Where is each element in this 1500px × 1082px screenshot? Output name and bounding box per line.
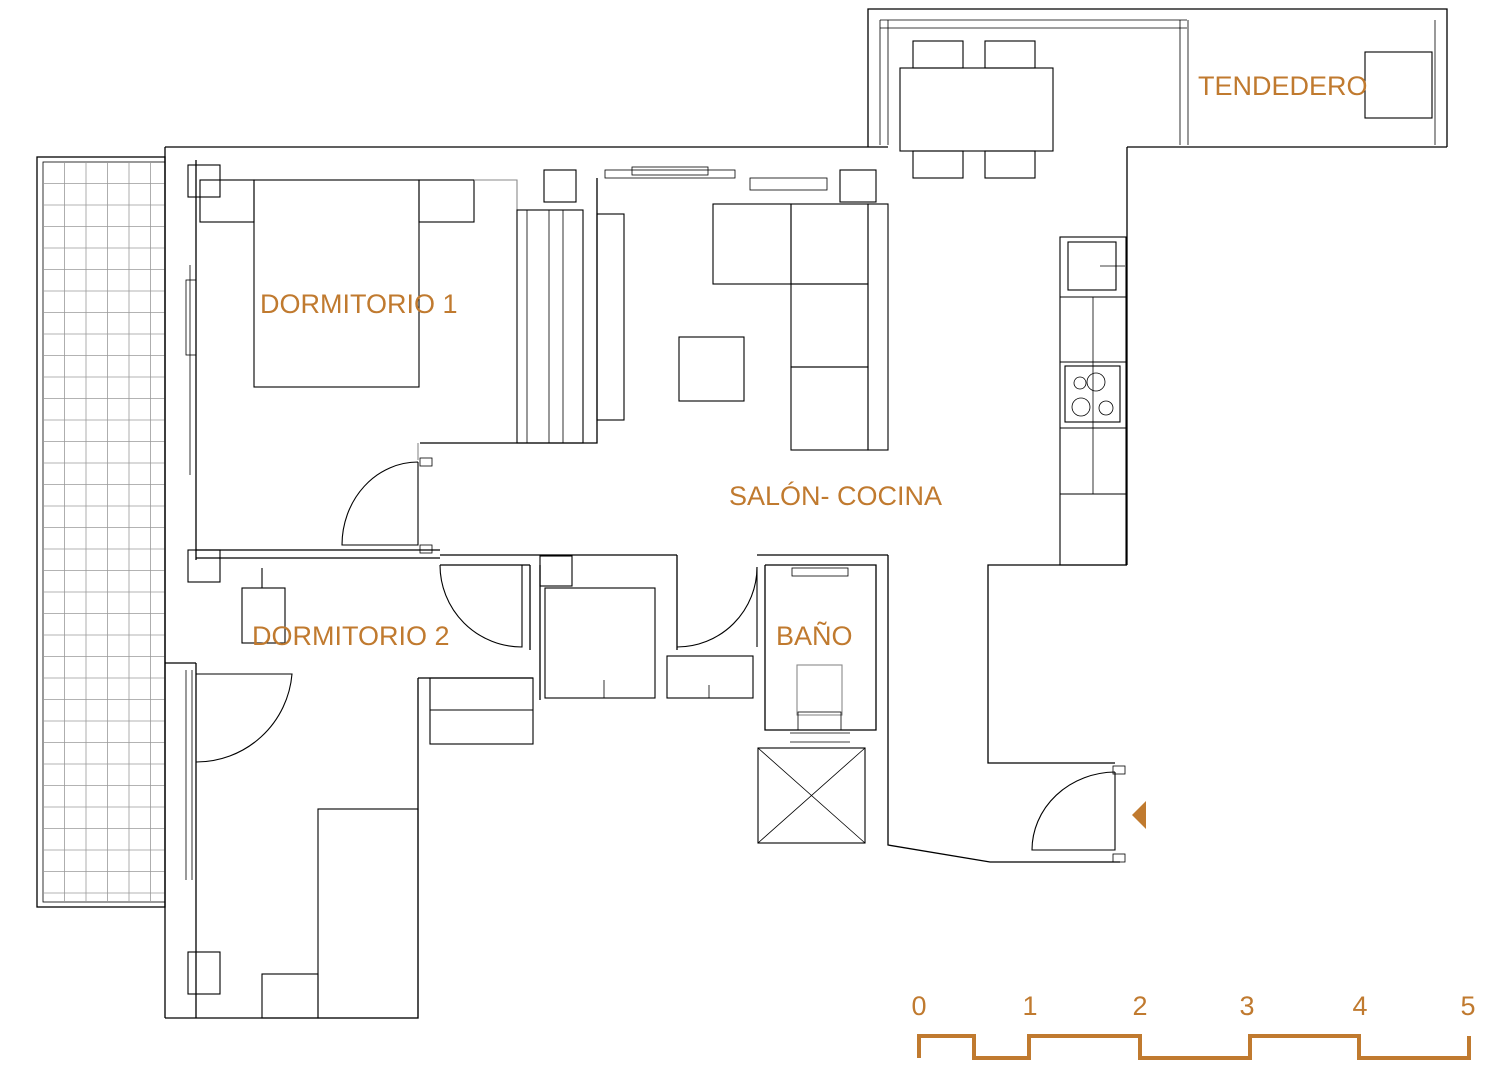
entrance-arrow-icon — [1132, 801, 1146, 829]
coffee-table — [678, 336, 745, 402]
room-label-tendedero: TENDEDERO — [1198, 71, 1368, 101]
windows — [185, 19, 1436, 880]
scale-tick-0: 0 — [911, 991, 926, 1021]
doors — [195, 457, 1126, 863]
room-label-bano: BAÑO — [776, 620, 853, 651]
scale-tick-1: 1 — [1022, 991, 1037, 1021]
cooktop — [1064, 365, 1121, 423]
bath-fixtures — [791, 567, 849, 731]
exterior-walls — [164, 8, 1448, 1019]
sink — [1067, 241, 1125, 291]
dining-table — [899, 40, 1054, 179]
columns — [187, 164, 877, 995]
room-label-salon-cocina: SALÓN- COCINA — [729, 480, 942, 511]
room-label-dormitorio-1: DORMITORIO 1 — [260, 289, 458, 319]
balcony — [36, 156, 166, 908]
scale-tick-2: 2 — [1132, 991, 1147, 1021]
closet-hall — [544, 587, 754, 699]
sofa — [712, 203, 889, 451]
shaft — [757, 747, 866, 844]
wardrobe-dorm1 — [516, 209, 625, 444]
scale-bar: 0 1 2 3 4 5 — [911, 991, 1476, 1060]
bed-double — [199, 179, 518, 388]
scale-tick-5: 5 — [1460, 991, 1475, 1021]
desk-dorm2 — [241, 568, 534, 745]
room-label-dormitorio-2: DORMITORIO 2 — [252, 621, 450, 651]
kitchen-counter — [1059, 236, 1127, 566]
washing-machine — [1364, 51, 1433, 119]
scale-tick-4: 4 — [1352, 991, 1367, 1021]
bed-single — [261, 808, 419, 1019]
scale-tick-3: 3 — [1239, 991, 1254, 1021]
